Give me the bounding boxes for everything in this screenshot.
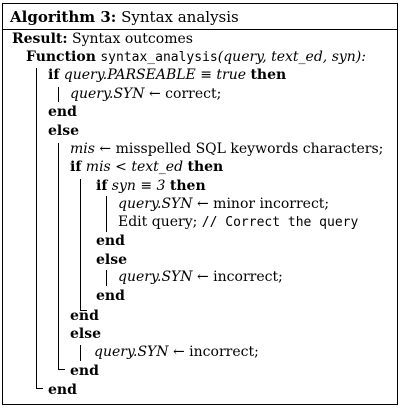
if-syn-line: if syn ≡ 3 then — [96, 178, 206, 194]
end-else-syn: end — [96, 288, 125, 304]
mis-condition: mis < text_ed — [85, 159, 184, 175]
else-mis-body-bar — [80, 345, 81, 361]
else-body-bar — [58, 143, 59, 369]
end-if-parseable: end — [48, 104, 77, 120]
parseable-condition: query.PARSEABLE ≡ true — [63, 67, 247, 83]
algorithm-box: Algorithm 3: Syntax analysis — [2, 3, 398, 405]
result-line: Result: Syntax outcomes — [12, 30, 193, 48]
syn-condition: syn ≡ 3 — [111, 178, 166, 194]
else-body-tick — [58, 369, 65, 370]
if-mis-body-tick — [80, 310, 87, 311]
result-label: Result: — [12, 31, 68, 47]
if-mis-line: if mis < text_ed then — [70, 159, 224, 175]
end-else-mis: end — [70, 363, 99, 379]
if-body-bar — [58, 87, 59, 102]
algorithm-name: Syntax analysis — [121, 8, 239, 26]
function-body-tick — [36, 388, 43, 389]
incorrect-outer-line: query.SYN ← incorrect; — [94, 344, 259, 360]
function-args: (query, text_ed, syn): — [217, 49, 366, 65]
end-if-mis: end — [70, 308, 99, 324]
function-body-bar — [36, 68, 37, 388]
minor-incorrect-line: query.SYN ← minor incorrect; — [118, 196, 330, 212]
algorithm-title-bar: Algorithm 3: Syntax analysis — [3, 4, 397, 30]
result-text: Syntax outcomes — [72, 31, 193, 47]
if-syn-body-bar — [106, 196, 107, 232]
else-syn: else — [96, 252, 128, 268]
end-if-syn: end — [96, 233, 125, 249]
else-syn-body-bar — [106, 270, 107, 286]
mis-assign-line: mis ← misspelled SQL keywords characters… — [70, 141, 384, 157]
function-line: Function syntax_analysis(query, text_ed,… — [26, 48, 366, 67]
algorithm-label: Algorithm 3: — [10, 8, 117, 26]
edit-query-line: Edit query; // Correct the query — [118, 214, 359, 230]
incorrect-inner-line: query.SYN ← incorrect; — [118, 269, 283, 285]
assign-correct-line: query.SYN ← correct; — [70, 86, 222, 102]
algorithm-title: Algorithm 3: Syntax analysis — [10, 8, 239, 26]
if-parseable-line: if query.PARSEABLE ≡ true then — [48, 67, 287, 83]
else-parseable: else — [48, 123, 80, 139]
function-keyword: Function — [26, 49, 96, 65]
function-name: syntax_analysis — [100, 50, 218, 65]
if-mis-body-bar — [80, 179, 81, 310]
correct-query-comment: // Correct the query — [201, 215, 359, 230]
end-function: end — [48, 382, 77, 398]
else-mis: else — [70, 326, 102, 342]
